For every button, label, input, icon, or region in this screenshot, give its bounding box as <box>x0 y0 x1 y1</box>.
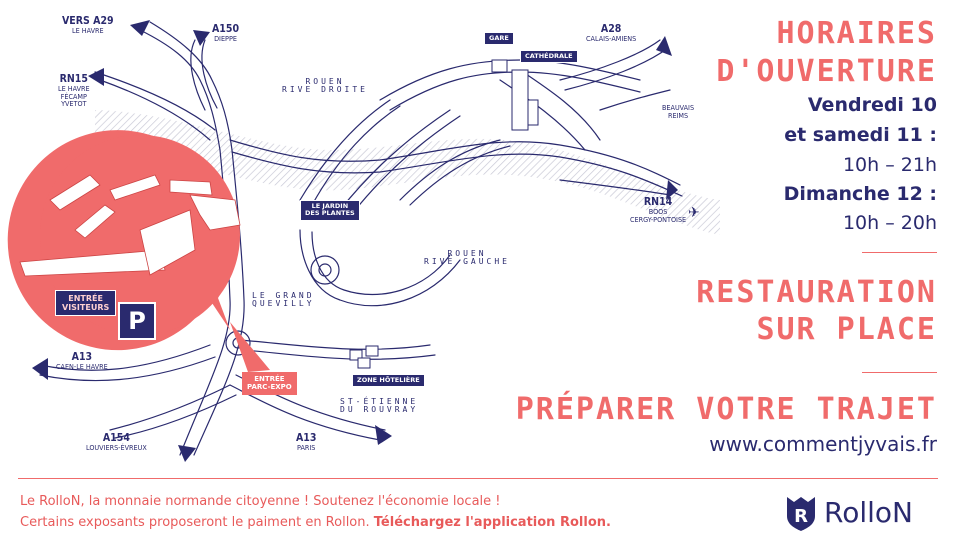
airplane-icon: ✈ <box>688 205 700 221</box>
tag-entree-visiteurs: ENTRÉE VISITEURS <box>55 290 117 317</box>
restauration-line-1: RESTAURATION <box>696 275 937 310</box>
expo-zone <box>7 130 241 351</box>
hours-title-1: HORAIRES <box>776 16 937 51</box>
hours-title-2: D'OUVERTURE <box>716 54 937 89</box>
road-label-a28: A28 CALAIS-AMIENS <box>586 23 637 44</box>
road-label-a29: VERS A29 LE HAVRE <box>62 15 114 36</box>
restauration-line-2: SUR PLACE <box>756 312 937 347</box>
tag-zone-hoteliere: ZONE HÔTELIÈRE <box>352 374 425 388</box>
rollon-logo-text: RolloN <box>824 496 913 529</box>
footer-line-2: Certains exposants proposeront le paimen… <box>20 515 611 530</box>
parking-icon: P <box>118 302 156 340</box>
footer-line-2-plain: Certains exposants proposeront le paimen… <box>20 515 370 530</box>
trajet-title: PRÉPARER VOTRE TRAJET <box>515 392 937 427</box>
hours-days-1b: et samedi 11 : <box>784 124 937 146</box>
area-rouen-rive-droite: ROUEN RIVE DROITE <box>282 77 368 95</box>
hours-time-2: 10h – 20h <box>842 212 937 234</box>
hours-days-1a: Vendredi 10 <box>807 94 937 116</box>
road-label-rn15: RN15 LE HAVRE FÉCAMP YVETOT <box>58 73 90 109</box>
road-label-a13-west: A13 CAEN-LE HAVRE <box>56 351 108 372</box>
area-st-etienne: ST-ÉTIENNE DU ROUVRAY <box>340 397 419 415</box>
area-rouen-rive-gauche: ROUEN RIVE GAUCHE <box>424 249 510 267</box>
hours-time-1: 10h – 21h <box>842 154 937 176</box>
road-label-a150: A150 DIEPPE <box>212 23 240 44</box>
access-map: ✈ <box>7 20 720 462</box>
road-label-a154: A154 LOUVIERS-ÉVREUX <box>86 432 147 453</box>
footer-divider <box>18 478 938 479</box>
tag-gare: GARE <box>484 32 514 46</box>
tag-entree-parc-expo: ENTRÉE PARC-EXPO <box>242 372 297 395</box>
tag-cathedrale: CATHÉDRALE <box>520 50 578 64</box>
divider-1 <box>862 252 937 253</box>
area-grand-quevilly: LE GRAND QUEVILLY <box>252 291 315 309</box>
trajet-url-link[interactable]: www.commentjyvais.fr <box>709 432 937 456</box>
footer-app-link[interactable]: Téléchargez l'application Rollon. <box>373 515 611 530</box>
rollon-shield-icon: R <box>784 494 818 532</box>
divider-2 <box>862 372 937 373</box>
seine-river <box>95 110 720 235</box>
road-label-a13-paris: A13 PARIS <box>296 432 317 453</box>
road-label-rn14: RN14 BOOS CERGY-PONTOISE <box>630 196 687 224</box>
footer-line-1: Le RolloN, la monnaie normande citoyenne… <box>20 494 501 509</box>
road-label-beauvais: BEAUVAIS REIMS <box>662 103 695 120</box>
svg-text:R: R <box>794 506 808 527</box>
tag-jardin-des-plantes: LE JARDIN DES PLANTES <box>300 200 360 221</box>
hours-days-2: Dimanche 12 : <box>783 183 937 205</box>
